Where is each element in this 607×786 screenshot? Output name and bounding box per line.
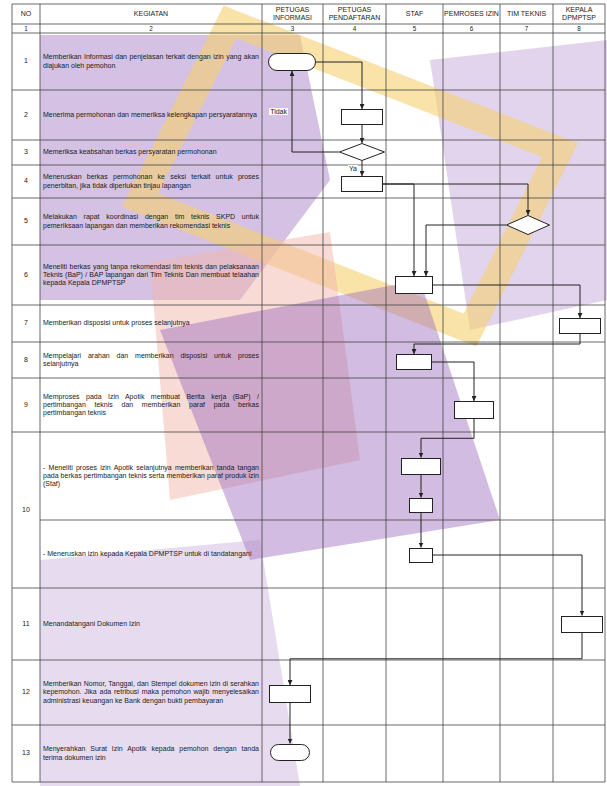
flow-connector — [362, 125, 363, 143]
diamond-shape — [507, 216, 550, 235]
flow-connector — [433, 555, 582, 616]
process-box — [409, 498, 433, 513]
flow-connector — [432, 362, 474, 401]
process-box — [559, 318, 601, 334]
process-box — [401, 458, 441, 475]
edge-label: Ya — [348, 165, 358, 173]
purple-shape — [430, 40, 607, 330]
flow-connector — [414, 334, 580, 354]
flow-connector — [383, 184, 414, 276]
activity-text: Memberikan Informasi dan penjelasan terk… — [43, 53, 259, 69]
column-number: 6 — [444, 25, 499, 32]
column-header: PETUGAS INFORMASI — [263, 6, 322, 22]
flow-connector — [421, 513, 422, 548]
flow-connector — [426, 225, 506, 276]
process-box — [341, 109, 383, 125]
column-header: TIM TEKNIS — [501, 10, 552, 18]
activity-text: - Meneruskan izin kepada Kepala DPMPTSP … — [43, 550, 259, 558]
activity-text: Mempelajari arahan dan memberikan dispos… — [43, 352, 259, 368]
row-number: 12 — [13, 688, 39, 696]
decision-diamond — [506, 215, 550, 235]
activity-text: Memberikan Nomor, Tanggal, dan Stempel d… — [43, 680, 259, 704]
row-number: 9 — [13, 401, 39, 409]
activity-text: Melakukan rapat koordinasi dengan tim te… — [43, 213, 259, 229]
column-number: 2 — [41, 25, 261, 32]
purple-shape — [40, 540, 300, 786]
process-box — [269, 685, 311, 703]
flow-connector — [290, 633, 582, 686]
row-number: 6 — [13, 271, 39, 279]
flow-connector — [421, 475, 422, 498]
row-number: 13 — [13, 749, 39, 757]
decision-diamond — [339, 143, 385, 161]
process-box — [396, 354, 432, 370]
row-number: 5 — [13, 217, 39, 225]
flow-connector — [433, 285, 580, 318]
row-number: 4 — [13, 177, 39, 185]
row-number: 3 — [13, 148, 39, 156]
row-number: 10 — [13, 506, 39, 514]
activity-text: Memproses pada Izin Apotik membuat Berit… — [43, 393, 259, 417]
column-header: KEGIATAN — [41, 10, 261, 18]
column-number: 8 — [554, 25, 604, 32]
process-box — [454, 401, 494, 419]
activity-text: Memeriksa keabsahan berkas persyaratan p… — [43, 148, 259, 156]
activity-text: Menandatangani Dokumen Izin — [43, 620, 259, 628]
column-number: 5 — [387, 25, 442, 32]
activity-text: Memberikan disposisi untuk proses selanj… — [43, 319, 259, 327]
flow-connector — [421, 419, 474, 458]
grid-lines — [12, 4, 605, 782]
row-number: 8 — [13, 356, 39, 364]
diamond-shape — [340, 144, 385, 161]
process-box — [395, 276, 433, 294]
row-number: 1 — [13, 57, 39, 65]
edge-label: Tidak — [269, 108, 288, 116]
column-number: 1 — [13, 25, 39, 32]
column-header: NO — [13, 10, 39, 18]
flow-connector — [290, 703, 291, 744]
row-number: 11 — [13, 620, 39, 628]
process-box — [409, 548, 433, 563]
column-header: KEPALA DPMPTSP — [554, 6, 604, 22]
activity-text: Menyerahkan Surat Izin Apotik kepada pem… — [43, 745, 259, 761]
process-box — [561, 616, 603, 633]
activity-text: Meneliti berkas yang tanpa rekomendasi t… — [43, 263, 259, 287]
row-number: 2 — [13, 111, 39, 119]
flow-connector — [362, 161, 363, 176]
activity-text: - Meneliti proses izin Apotik selanjutny… — [43, 464, 259, 488]
process-box — [341, 176, 383, 192]
row-number: 7 — [13, 319, 39, 327]
flow-connector — [292, 71, 339, 152]
column-number: 3 — [263, 25, 322, 32]
column-number: 4 — [324, 25, 385, 32]
column-header: PETUGAS PENDAFTARAN — [324, 6, 385, 22]
flow-connector — [383, 184, 528, 215]
diamond-outline — [506, 215, 550, 235]
terminator — [270, 744, 310, 761]
terminator — [268, 53, 316, 71]
column-header: STAF — [387, 10, 442, 18]
flow-connector — [316, 62, 362, 109]
purple-shape — [160, 280, 500, 560]
activity-text: Menerima permohonan dan memeriksa keleng… — [43, 111, 259, 119]
column-header: PEMROSES IZIN — [444, 10, 499, 18]
column-number: 7 — [501, 25, 552, 32]
diamond-outline — [339, 143, 385, 161]
activity-text: Meneruskan berkas permohonan ke seksi te… — [43, 173, 259, 189]
